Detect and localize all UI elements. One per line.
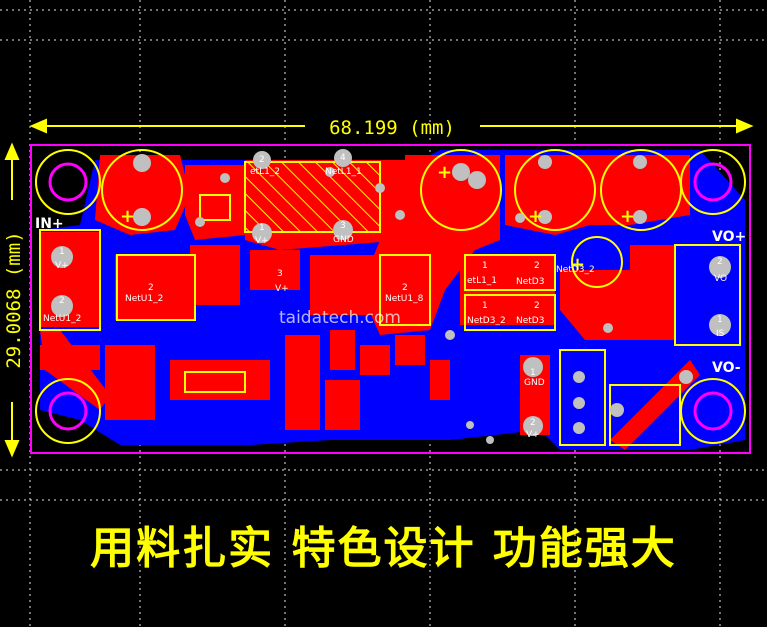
dimension-width-label: 68.199 (mm)	[329, 117, 455, 139]
dimension-lines	[4, 118, 754, 458]
pad-vo-num: 2	[717, 257, 723, 267]
pad-vplus-left: V+	[55, 261, 69, 271]
pad-vplus-mid-num: 1	[259, 223, 265, 233]
pad-vin-small: V+	[526, 430, 540, 440]
pad-gnd-mid: GND	[333, 235, 354, 245]
slogan-banner: 用料扎实 特色设计 功能强大	[90, 523, 677, 574]
vo-plus-label: VO+	[712, 229, 746, 245]
pad-etl1-2: etL1_2	[250, 167, 280, 177]
svg-text:+: +	[437, 162, 452, 183]
pad-etl1-1-num: 1	[482, 261, 488, 271]
pad-netd3: NetD3_2	[556, 265, 595, 275]
pad-is-num: 1	[717, 315, 723, 325]
pad-is: IS	[716, 329, 725, 339]
hatched-keepout	[244, 161, 381, 233]
pad-labels: 1 V+ 2 NetU1_2 2 etL1_2 4 NetL1_1 1 V+ 3…	[43, 153, 727, 440]
board-outline	[30, 144, 751, 454]
pad-vplus-left-num: 1	[59, 247, 65, 257]
pad-vin-small-num: 2	[530, 418, 536, 428]
pad-gnd-small: GND	[524, 378, 545, 388]
pad-netd3-a: NetD3_2	[467, 316, 506, 326]
in-plus-label: IN+	[35, 216, 64, 232]
pad-gnd-small-num: 1	[530, 368, 536, 378]
pad-netd3-a-num: 1	[482, 301, 488, 311]
dimension-height-label: 29.0068 (mm)	[3, 231, 25, 368]
pad-netd3b: NetD3	[516, 277, 544, 287]
pad-netl1-1: NetL1_1	[325, 167, 362, 177]
pad-vo: VO	[714, 274, 727, 284]
pad-netu1-2-big: NetU1_2	[125, 294, 163, 304]
pad-netu1-8: NetU1_8	[385, 294, 424, 304]
pad-netu1-2: NetU1_2	[43, 314, 81, 324]
mounting-holes	[48, 162, 733, 431]
pad-netu1-2-num: 2	[59, 296, 65, 306]
watermark: taidatech.com	[279, 308, 401, 328]
pad-netd3b-num: 2	[534, 301, 540, 311]
silkscreen	[35, 149, 746, 446]
pad-etl1-2-num: 2	[259, 155, 265, 165]
pads	[51, 149, 731, 444]
svg-text:+: +	[528, 206, 543, 227]
svg-text:+: +	[570, 254, 585, 275]
polarity-marks: + + + + +	[120, 162, 635, 275]
svg-text:+: +	[120, 206, 135, 227]
pad-gnd-mid-num: 3	[340, 221, 346, 231]
pad-vi-num: 3	[277, 269, 283, 279]
pad-netl1-1-num: 4	[340, 153, 346, 163]
pad-netu1-8-num: 2	[402, 283, 408, 293]
pad-etl1-1: etL1_1	[467, 276, 497, 286]
pad-netd3c: NetD3	[516, 316, 544, 326]
pad-netd3-num: 2	[534, 261, 540, 271]
pad-netu1-2-big-num: 2	[148, 283, 154, 293]
vo-minus-label: VO-	[712, 360, 741, 376]
pad-vi: V+	[275, 284, 289, 294]
svg-text:+: +	[620, 206, 635, 227]
pad-vplus-mid: V+	[255, 236, 269, 246]
